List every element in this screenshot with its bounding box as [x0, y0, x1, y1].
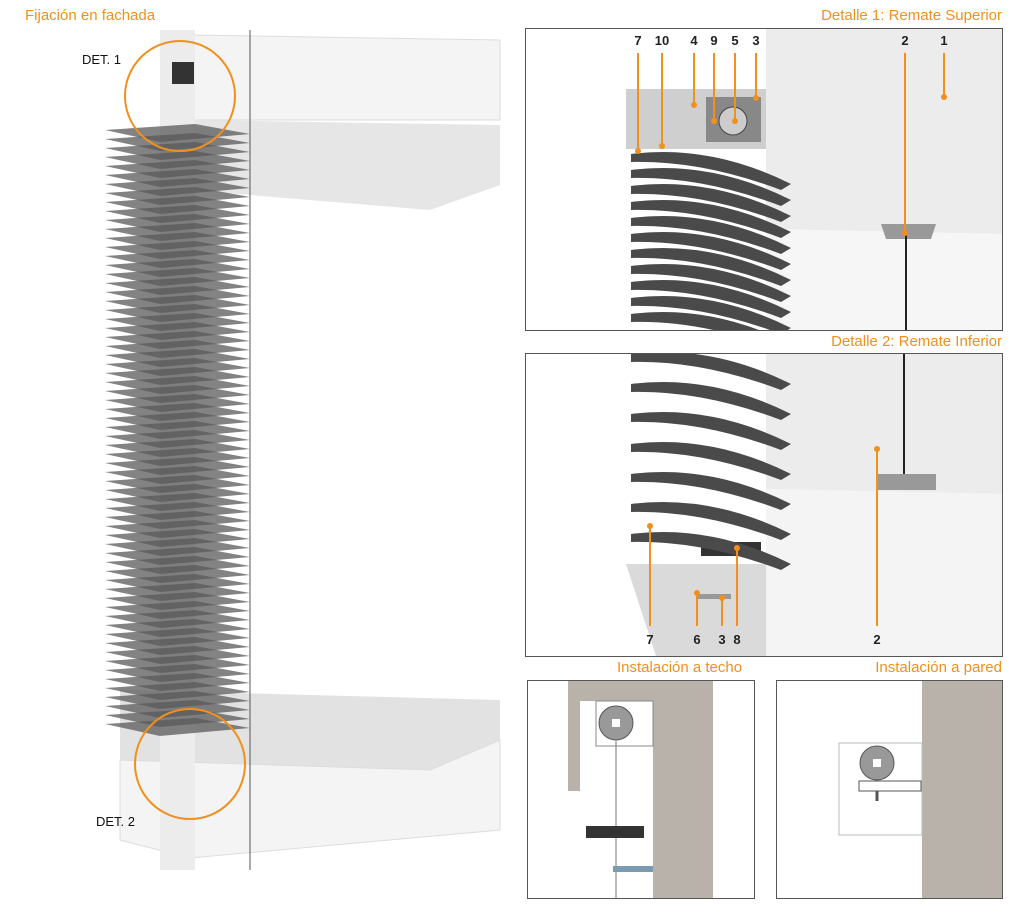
install-ceiling-title: Instalación a techo [617, 659, 743, 676]
detail1-callout-3: 3 [752, 33, 759, 48]
slat [631, 184, 791, 222]
detail1-title: Detalle 1: Remate Superior [821, 7, 1002, 24]
callout-dot [711, 118, 717, 124]
slat [631, 442, 791, 480]
slat [631, 152, 791, 190]
detail2-callout-7: 7 [646, 632, 653, 647]
install-wall-panel [776, 680, 1003, 899]
slat [631, 354, 791, 390]
detail2-callout-8: 8 [733, 632, 740, 647]
slat [631, 264, 791, 302]
callout-dot [941, 94, 947, 100]
blind-slats [105, 124, 250, 736]
slat [631, 200, 791, 238]
detail2-callout-6: 6 [693, 632, 700, 647]
detail2-title: Detalle 2: Remate Inferior [831, 333, 1002, 350]
callout-dot [659, 143, 665, 149]
detail1-callout-7: 7 [634, 33, 641, 48]
callout-dot [902, 230, 908, 236]
callout-dot [732, 118, 738, 124]
slat [631, 312, 759, 330]
detail2-callout-3: 3 [718, 632, 725, 647]
slat [631, 248, 791, 286]
callout-dot [753, 95, 759, 101]
slat [631, 216, 791, 254]
callout-dot [694, 590, 700, 596]
slat [105, 718, 250, 736]
slat [631, 532, 791, 570]
detail1-callout-4: 4 [690, 33, 698, 48]
det2-highlight-circle [134, 708, 246, 820]
detail1-callout-2: 2 [901, 33, 908, 48]
callout-dot [635, 148, 641, 154]
detail2-callout-2: 2 [873, 632, 880, 647]
det2-label: DET. 2 [96, 814, 136, 829]
callout-dot [647, 523, 653, 529]
detail1-callout-5: 5 [731, 33, 738, 48]
facade-illustration [105, 30, 501, 870]
main-title: Fijación en fachada [25, 7, 156, 24]
slat [631, 412, 791, 450]
slat [631, 168, 791, 206]
det1-label: DET. 1 [82, 52, 122, 67]
slat [631, 502, 791, 540]
det1-highlight-circle [124, 40, 236, 152]
callout-dot [719, 595, 725, 601]
install-ceiling-panel [527, 680, 755, 899]
slat [631, 232, 791, 270]
slat [631, 472, 791, 510]
slat [631, 280, 791, 318]
callout-dot [874, 446, 880, 452]
install-wall-title: Instalación a pared [875, 659, 1002, 676]
detail1-callout-9: 9 [710, 33, 717, 48]
slat [631, 382, 791, 420]
callout-dot [734, 545, 740, 551]
slat [631, 296, 791, 330]
detail1-callout-10: 10 [655, 33, 669, 48]
callout-dot [691, 102, 697, 108]
detail1-callout-1: 1 [940, 33, 947, 48]
